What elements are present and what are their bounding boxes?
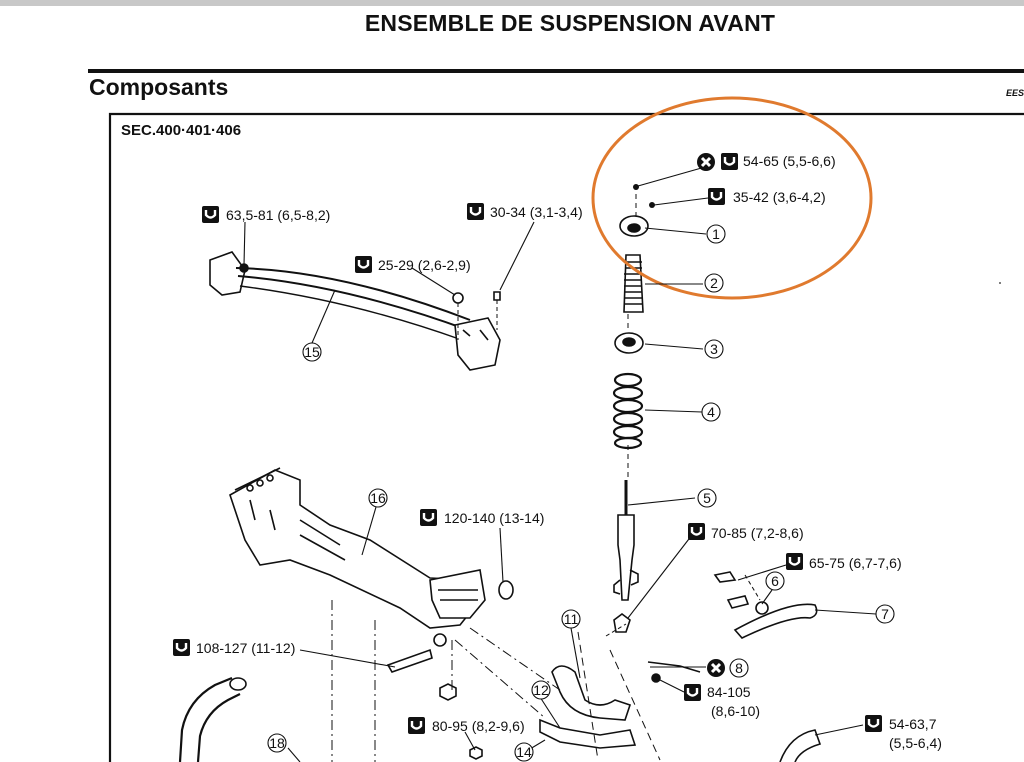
callout-number: 6 bbox=[771, 573, 779, 589]
section-heading: Composants bbox=[89, 74, 229, 100]
title-rule bbox=[88, 69, 1024, 73]
torque-label: 30-34 (3,1-3,4) bbox=[490, 204, 583, 220]
torque-labels: 54-65 (5,5-6,6) 35-42 (3,6-4,2) 63,5-81 … bbox=[171, 151, 942, 751]
torque-icon bbox=[686, 521, 707, 542]
torque-label: 84-105 bbox=[707, 684, 751, 700]
assembly-lines bbox=[331, 600, 561, 762]
callout-number: 16 bbox=[370, 490, 386, 506]
torque-label: (8,6-10) bbox=[711, 703, 760, 719]
callout-number: 15 bbox=[304, 344, 320, 360]
torque-label: 63,5-81 (6,5-8,2) bbox=[226, 207, 330, 223]
torque-label: 120-140 (13-14) bbox=[444, 510, 544, 526]
torque-icon bbox=[784, 551, 805, 572]
torque-label: 65-75 (6,7-7,6) bbox=[809, 555, 902, 571]
strut-assembly bbox=[605, 184, 655, 637]
top-border bbox=[0, 0, 1024, 6]
torque-icon bbox=[200, 204, 221, 225]
callout-number: 3 bbox=[710, 341, 718, 357]
torque-icon bbox=[682, 682, 703, 703]
torque-label: (5,5-6,4) bbox=[889, 735, 942, 751]
torque-icon bbox=[406, 715, 427, 736]
torque-icon bbox=[418, 507, 439, 528]
callout-number: 4 bbox=[707, 404, 715, 420]
callout-numbers: 1 2 3 4 5 6 7 8 11 12 14 15 16 18 bbox=[269, 226, 889, 760]
torque-label: 25-29 (2,6-2,9) bbox=[378, 257, 471, 273]
callout-number: 1 bbox=[712, 226, 720, 242]
lower-link bbox=[539, 631, 661, 761]
torque-label: 54-65 (5,5-6,6) bbox=[743, 153, 836, 169]
callouts bbox=[267, 224, 895, 762]
highlight-circle bbox=[591, 96, 873, 300]
non-reusable-icon bbox=[695, 151, 717, 173]
callout-number: 7 bbox=[881, 606, 889, 622]
crossmember bbox=[229, 467, 514, 647]
torque-label: 108-127 (11-12) bbox=[196, 640, 295, 656]
torque-icon bbox=[863, 713, 884, 734]
torque-label: 70-85 (7,2-8,6) bbox=[711, 525, 804, 541]
callout-number: 8 bbox=[735, 660, 743, 676]
callout-number: 18 bbox=[269, 735, 285, 751]
diagram-frame bbox=[108, 112, 1024, 762]
torque-label: 35-42 (3,6-4,2) bbox=[733, 189, 826, 205]
torque-icon bbox=[353, 254, 374, 275]
document-code: EES bbox=[1006, 88, 1024, 98]
callout-number: 2 bbox=[710, 275, 718, 291]
callout-number: 12 bbox=[533, 682, 549, 698]
torque-icon bbox=[465, 201, 486, 222]
torque-icon bbox=[706, 186, 727, 207]
stabilizer-bar bbox=[178, 648, 822, 762]
page-title: ENSEMBLE DE SUSPENSION AVANT bbox=[364, 10, 776, 36]
tension-rod bbox=[209, 251, 501, 371]
callout-number: 5 bbox=[703, 490, 711, 506]
torque-icon bbox=[719, 151, 740, 172]
non-reusable-icon bbox=[705, 657, 727, 679]
stray-mark bbox=[999, 282, 1001, 284]
torque-icon bbox=[171, 637, 192, 658]
upper-link bbox=[713, 571, 818, 639]
callout-number: 14 bbox=[516, 744, 532, 760]
torque-label: 80-95 (8,2-9,6) bbox=[432, 718, 525, 734]
section-reference: SEC.400·401·406 bbox=[121, 122, 241, 139]
callout-number: 11 bbox=[564, 611, 579, 627]
torque-label: 54-63,7 bbox=[889, 716, 937, 732]
